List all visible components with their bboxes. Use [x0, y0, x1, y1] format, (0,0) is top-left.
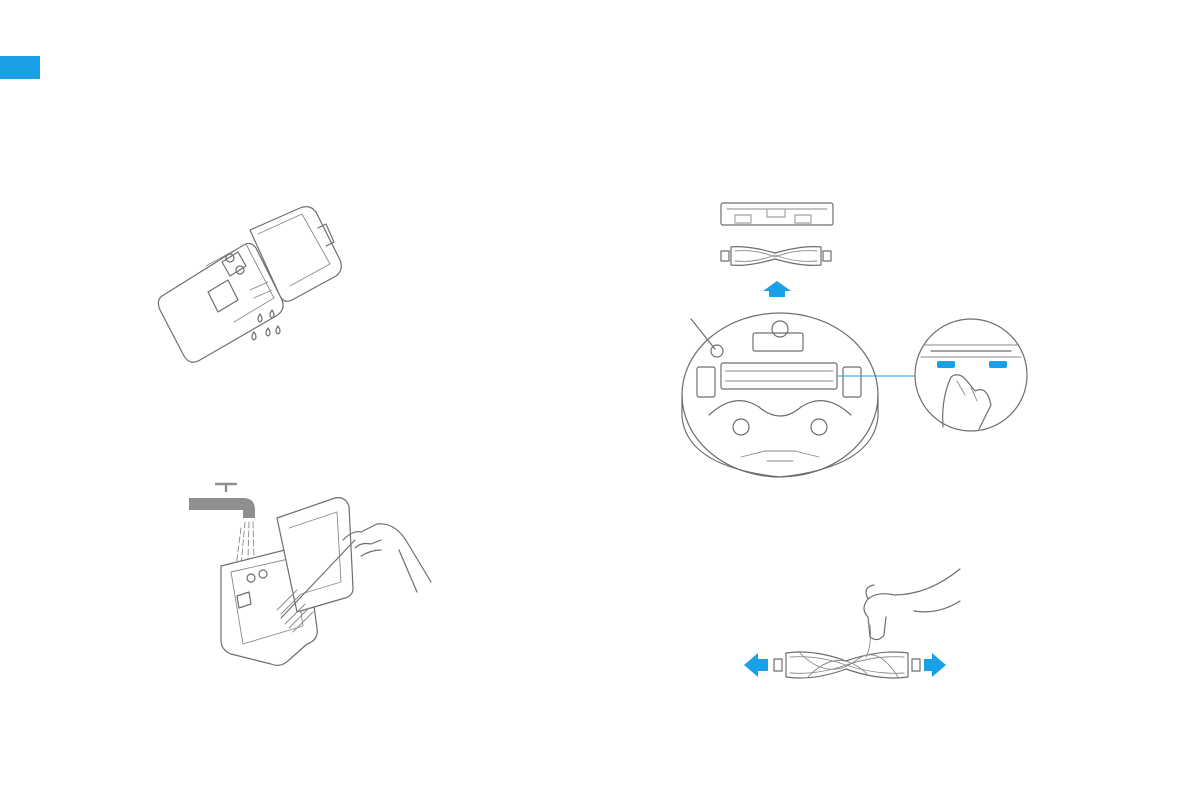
roller-brush-icon	[721, 247, 831, 266]
brush-cover-icon	[721, 203, 833, 225]
right-arrow-icon	[924, 653, 946, 677]
dust-bin-rinse-figure	[185, 478, 440, 673]
hand-icon	[343, 524, 431, 592]
roller-brush-icon	[774, 651, 920, 678]
robot-underside-icon	[682, 313, 878, 477]
dust-bin-icon	[221, 498, 353, 666]
brush-clip-detail-icon	[915, 319, 1027, 431]
brush-removal-figure	[675, 195, 1035, 490]
section-tab	[0, 56, 40, 79]
hand-icon	[864, 569, 960, 657]
dust-bin-icon	[158, 207, 341, 363]
faucet-icon	[189, 484, 255, 518]
up-arrow-icon	[763, 281, 791, 297]
left-arrow-icon	[744, 653, 768, 677]
dust-bin-open-figure	[150, 200, 360, 380]
brush-untangle-figure	[738, 565, 973, 690]
